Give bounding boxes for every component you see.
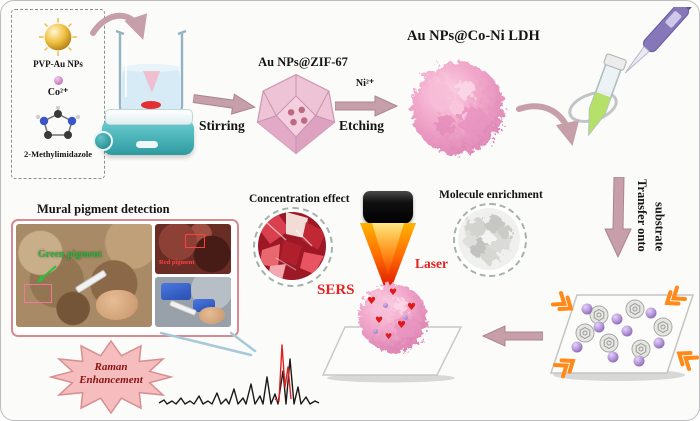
probe-pen-icon	[74, 269, 108, 294]
analyte-heart-icon: ♥	[389, 288, 398, 298]
analyte-heart-icon: ♥	[407, 302, 416, 313]
analyte-molecules-layer: ♥ ♥ ♥ ♥ ♥ ♥	[349, 273, 437, 361]
cobalt-label: Co²⁺	[47, 87, 69, 98]
etching-label: Etching	[339, 118, 385, 133]
zif-label: Au NPs@ZIF-67	[258, 55, 348, 69]
stirring-arrow	[192, 93, 256, 115]
methylimidazole-molecule-icon	[35, 106, 81, 139]
pvp-au-label: PVP-Au NPs	[33, 59, 83, 69]
raman-starburst-icon	[48, 339, 174, 415]
nanoparticle-dot	[403, 315, 408, 320]
analyte-heart-icon: ♥	[397, 320, 406, 331]
laser-head-icon	[363, 191, 413, 224]
transfer-label-line1: Transfer onto	[635, 179, 650, 252]
concentration-label: Concentration effect	[249, 193, 350, 205]
hand-icon	[96, 290, 138, 320]
ldh-label: Au NPs@Co-Ni LDH	[407, 28, 540, 44]
nickel-label: Ni²⁺	[355, 78, 375, 89]
mural-photo-right-bottom	[155, 277, 231, 327]
transfer-arrow	[604, 177, 632, 259]
nanoparticle-dot	[383, 303, 388, 308]
enhanced-peak	[274, 344, 292, 402]
mural-panel: Green pigment Red pigment	[11, 219, 239, 337]
to-sers-arrow	[481, 325, 543, 347]
mim-label: 2-Methylimidazole	[24, 149, 92, 159]
mural-photo-left: Green pigment	[16, 224, 152, 327]
stirrer-button	[136, 141, 158, 148]
mural-photo-right-top: Red pigment	[155, 224, 231, 274]
mural-label: Mural pigment detection	[37, 202, 170, 216]
raman-enhancement-label: Raman Enhancement	[63, 361, 159, 386]
nanoparticle-dot	[373, 329, 378, 334]
stirrer-plate	[105, 109, 193, 125]
etching-arrow	[335, 95, 399, 117]
laser-beam-cone	[360, 223, 416, 297]
green-pigment-label: Green pigment	[38, 249, 102, 260]
enrichment-inset	[453, 203, 527, 277]
pipette-icon	[624, 7, 696, 74]
stirrer-dial	[93, 131, 113, 151]
tube-icon	[568, 53, 627, 137]
enrichment-label: Molecule enrichment	[439, 189, 543, 201]
analyte-heart-icon: ♥	[367, 296, 376, 307]
green-pigment-arrow	[36, 265, 57, 284]
to-tube-arrow	[516, 103, 580, 147]
sers-nanoflower-icon	[359, 284, 427, 352]
analyte-heart-icon: ♥	[385, 332, 393, 341]
transfer-label-line2: substrate	[652, 202, 667, 252]
transfer-label-group: Transfer onto substrate	[635, 179, 667, 275]
raman-spectrum	[158, 344, 320, 405]
crystal-texture	[258, 212, 326, 280]
magnetic-stirrer-icon	[102, 119, 194, 155]
analyte-heart-icon: ♥	[375, 316, 384, 326]
laser-label: Laser	[415, 256, 448, 271]
assembly-substrate-icon	[549, 285, 699, 381]
red-region-box	[185, 234, 205, 248]
gold-nanoparticle-icon	[38, 17, 78, 57]
red-pigment-label: Red pigment	[159, 259, 195, 266]
gray-fluff-texture	[458, 208, 520, 270]
callout-tail	[159, 331, 257, 357]
pour-arrow	[90, 12, 148, 40]
sers-label: SERS	[317, 282, 355, 298]
stirring-label: Stirring	[199, 118, 245, 133]
ldh-nanoflower-icon	[411, 62, 504, 155]
raman-label-line2: Enhancement	[79, 373, 143, 386]
raman-label-line1: Raman	[94, 361, 128, 373]
cobalt-ion-icon	[54, 76, 63, 85]
reagent-box: PVP-Au NPs Co²⁺ 2-Methylimidazole	[11, 9, 105, 179]
hand-icon	[199, 307, 225, 324]
detection-region-box	[24, 284, 52, 303]
zif-polyhedron-icon	[256, 73, 336, 155]
concentration-inset	[253, 207, 333, 287]
raman-device-icon	[161, 283, 191, 300]
